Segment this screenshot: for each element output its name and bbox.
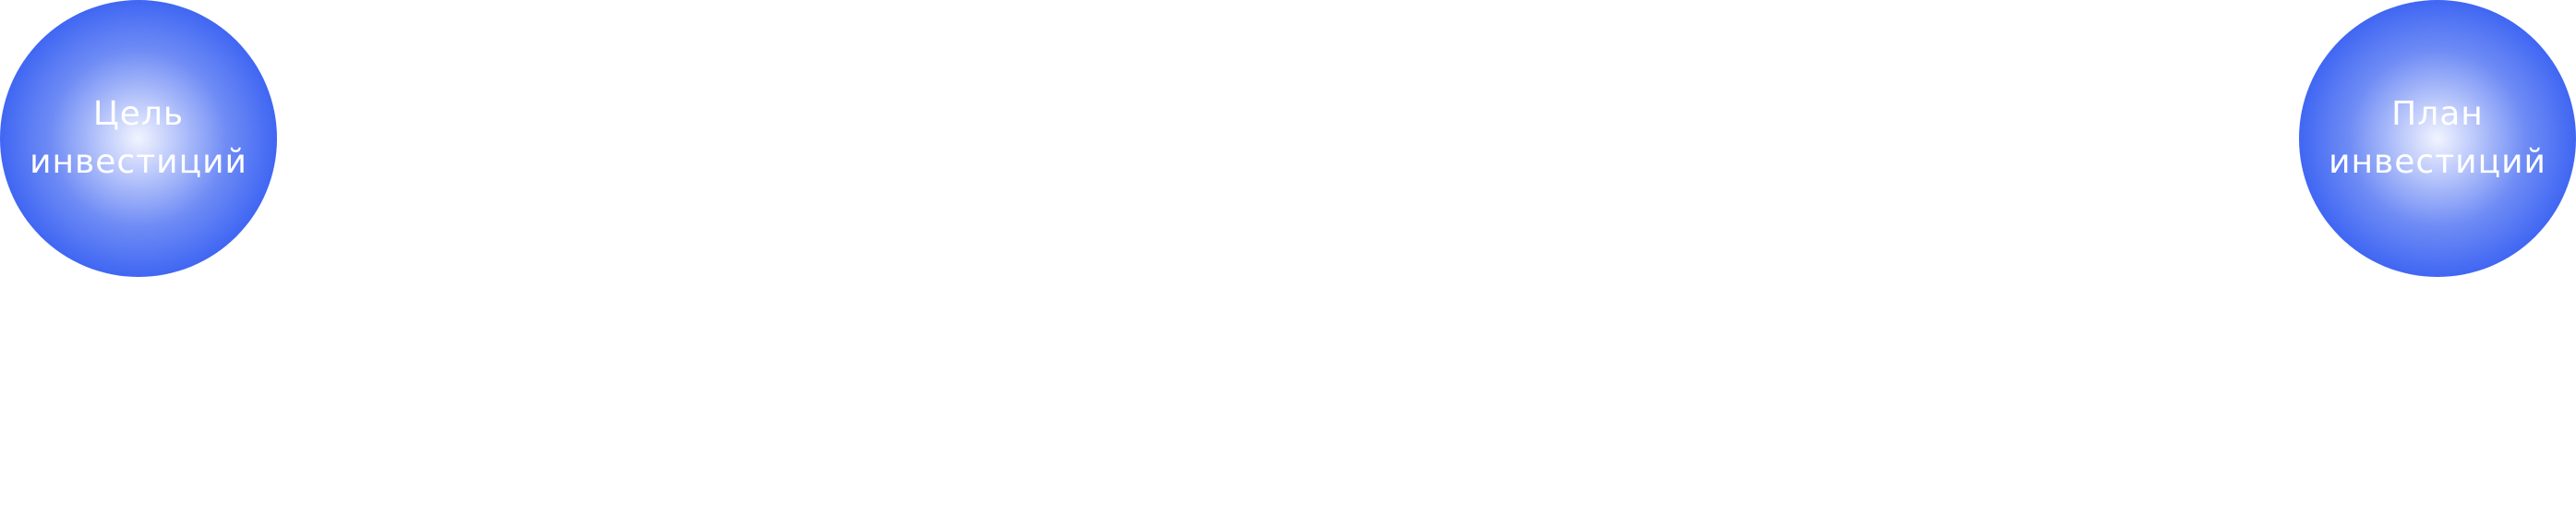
investment-plan-label: План инвестиций: [2329, 90, 2546, 186]
investment-goal-node[interactable]: Цель инвестиций: [0, 0, 277, 277]
investment-goal-line-1: Цель: [92, 95, 185, 133]
investment-plan-line-1: План: [2391, 95, 2484, 133]
investment-goal-line-2: инвестиций: [30, 143, 247, 181]
investment-plan-line-2: инвестиций: [2329, 143, 2546, 181]
connector-dot: [2295, 134, 2301, 139]
investment-plan-node[interactable]: План инвестиций: [2299, 0, 2576, 277]
investment-goal-label: Цель инвестиций: [30, 90, 247, 186]
